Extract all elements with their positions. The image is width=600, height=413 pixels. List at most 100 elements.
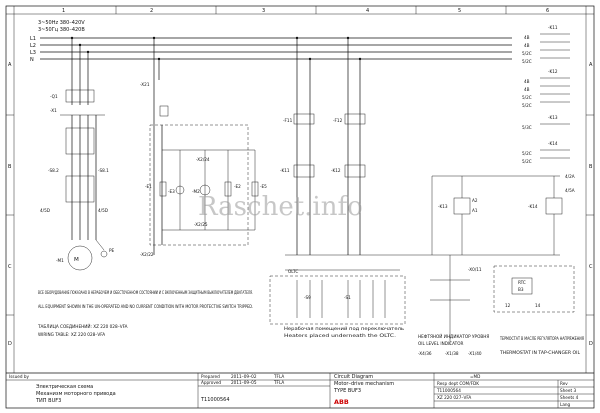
- row-label: C: [589, 264, 593, 270]
- x2-25-label: -X2/25: [194, 222, 208, 227]
- note-ru-thermo: ТЕРМОСТАТ В МАСЛЕ РЕГУЛЯТОРА НАПРЯЖЕНИЯ: [499, 336, 584, 341]
- s8-2-label: -S8.2: [48, 168, 59, 173]
- earth-icon: [100, 250, 108, 258]
- contact-ref: 5/2C: [522, 51, 532, 56]
- title-en-1: Circuit Diagram: [334, 374, 373, 380]
- note-ru-equipment: ВСЕ ОБОРУДОВАНИЕ ПОКАЗАНО В НЕРАБОЧЕМ И …: [38, 290, 253, 295]
- row-label: D: [589, 341, 593, 347]
- column-label: 3: [262, 8, 265, 14]
- k13-label: -K13: [438, 204, 448, 209]
- note-en-oil: OIL LEVEL INDICATOR: [418, 341, 463, 346]
- contact-list: -K11 -K12 -K13 -K14 4B 4B 5/2C 5/2C 4B 4…: [522, 25, 570, 164]
- motor-circuit: -Q1 -X1 -S8.2 -S8.1 4/5D 4/5D M -M1 PE: [40, 38, 115, 271]
- notes: ВСЕ ОБОРУДОВАНИЕ ПОКАЗАНО В НЕРАБОЧЕМ И …: [37, 290, 584, 355]
- contact-k14: -K14: [548, 141, 558, 146]
- rev-label: Rev: [560, 381, 568, 386]
- x2-24-label: -X2/24: [196, 157, 210, 162]
- contact-ref: 4B: [524, 87, 530, 92]
- contact-ref: 5/2C: [522, 103, 532, 108]
- x2-22-label: -X2/22: [140, 252, 154, 257]
- approved-label: Approved: [201, 380, 221, 385]
- contact-ref: 5/2C: [522, 151, 532, 156]
- sheets-label: Sheets 4: [560, 395, 579, 400]
- thermostat-b3: [511, 277, 533, 295]
- resp-dept: Resp dept COM/FDK: [437, 381, 479, 386]
- e1-label: -E1: [145, 184, 152, 189]
- row-label: B: [8, 164, 12, 170]
- x1-34-label: -X4/36: [418, 351, 432, 356]
- note-ru-wiring: ТАБЛИЦА СОЕДИНЕНИЙ: XZ 220 028–VFA: [37, 324, 128, 329]
- row-markers: A B C D A B C D: [6, 62, 594, 347]
- oil-level-circuit: -K13 -K14 A2 A1 4/2A 4/5A -X0/11 RTC B3 …: [400, 174, 575, 356]
- column-label: 1: [62, 8, 65, 14]
- f11-label: -F11: [283, 118, 293, 123]
- x1-38-label: -X1/38: [445, 351, 459, 356]
- bus-label: N: [30, 57, 34, 63]
- prepared-label: Prepared: [201, 374, 220, 379]
- row-label: A: [8, 62, 12, 68]
- heater-circuit: -X21 -E1 -E3 -M2 -E2 -E5 -X2/24 -X2/25 -…: [140, 38, 267, 257]
- a2-label: A2: [472, 198, 478, 203]
- watermark: Raschet.info: [198, 192, 363, 222]
- note-en-equipment: ALL EQUIPMENT SHOWN IN THE UN-OPERATED A…: [38, 304, 253, 309]
- svg-text:M: M: [74, 257, 79, 263]
- column-label: 4: [366, 8, 369, 14]
- s9-label: -S9: [304, 295, 311, 300]
- e5-label: -E5: [260, 184, 267, 189]
- title-en-2: Motor–drive mechanism: [334, 381, 394, 387]
- ref-4-2a: 4/2A: [565, 174, 575, 179]
- e3-label: -E3: [168, 189, 175, 194]
- x21-label: -X21: [140, 82, 150, 87]
- rtc-label: RTC: [518, 280, 526, 285]
- note-ru-heaters: Нерабочая помещений под переключатель: [284, 326, 405, 331]
- x1-40-label: -X1/40: [468, 351, 482, 356]
- column-label: 5: [458, 8, 461, 14]
- contact-k12: -K12: [548, 69, 558, 74]
- term-12: 12: [505, 303, 511, 308]
- column-markers: 1 2 3 4 5 6: [62, 6, 549, 14]
- title-ru-3: ТИП BUF3: [35, 398, 61, 404]
- approved-by: TFLA: [273, 380, 284, 385]
- k12-label: -K12: [331, 168, 341, 173]
- pe-label: PE: [109, 248, 115, 253]
- bus-label: L1: [30, 36, 36, 42]
- contact-ref: 5/2C: [522, 159, 532, 164]
- doc-number: T11000564: [200, 397, 230, 403]
- note-en-thermo: THERMOSTAT IN TAP-CHANGER OIL: [499, 350, 581, 355]
- row-label: D: [8, 341, 12, 347]
- bus-label: L3: [30, 50, 36, 56]
- row-label: C: [8, 264, 12, 270]
- ref-label: 4/5D: [98, 208, 108, 213]
- control-circuit: -F11 -F12 -K11 -K12 OLTC -S9 -S1: [269, 38, 406, 325]
- contact-k11: -K11: [548, 25, 558, 30]
- contact-k13: -K13: [548, 115, 558, 120]
- s8-1-label: -S8.1: [98, 168, 109, 173]
- title-ru-1: Электрическая схема: [36, 384, 93, 390]
- bus-lines: L1 L2 L3 N: [30, 36, 512, 63]
- m2-label: -M2: [192, 189, 200, 194]
- supply-spec: 3~50Hz 380–420V: [38, 20, 85, 26]
- contact-ref: 4B: [524, 35, 530, 40]
- project-code: =MD: [470, 374, 480, 379]
- f12-label: -F12: [333, 118, 343, 123]
- sheet-label: Sheet 3: [560, 388, 576, 393]
- contact-ref: 4B: [524, 79, 530, 84]
- prepared-date: 2011–09–02: [231, 374, 257, 379]
- contact-ref: 5/3C: [522, 125, 532, 130]
- row-label: B: [589, 164, 593, 170]
- x1-label: -X1: [50, 108, 57, 113]
- k11-label: -K11: [280, 168, 290, 173]
- s1-label: -S1: [344, 295, 351, 300]
- drawing-frame: [5, 5, 595, 409]
- doc-number-2: T11000564: [436, 388, 461, 393]
- title-ru-2: Механизм моторного привода: [36, 391, 116, 397]
- xoil-label: -X0/11: [468, 267, 482, 272]
- b3-label: B3: [518, 287, 524, 292]
- contact-ref: 5/2C: [522, 59, 532, 64]
- m1-label: -M1: [56, 258, 64, 263]
- supply-spec-ru: 3~50Гц 380–420В: [38, 27, 85, 33]
- abb-logo: ABB: [334, 398, 349, 406]
- note-ru-oil: НЕФТЯНОЙ ИНДИКАТОР УРОВНЯ: [418, 334, 489, 339]
- bus-label: L2: [30, 43, 36, 49]
